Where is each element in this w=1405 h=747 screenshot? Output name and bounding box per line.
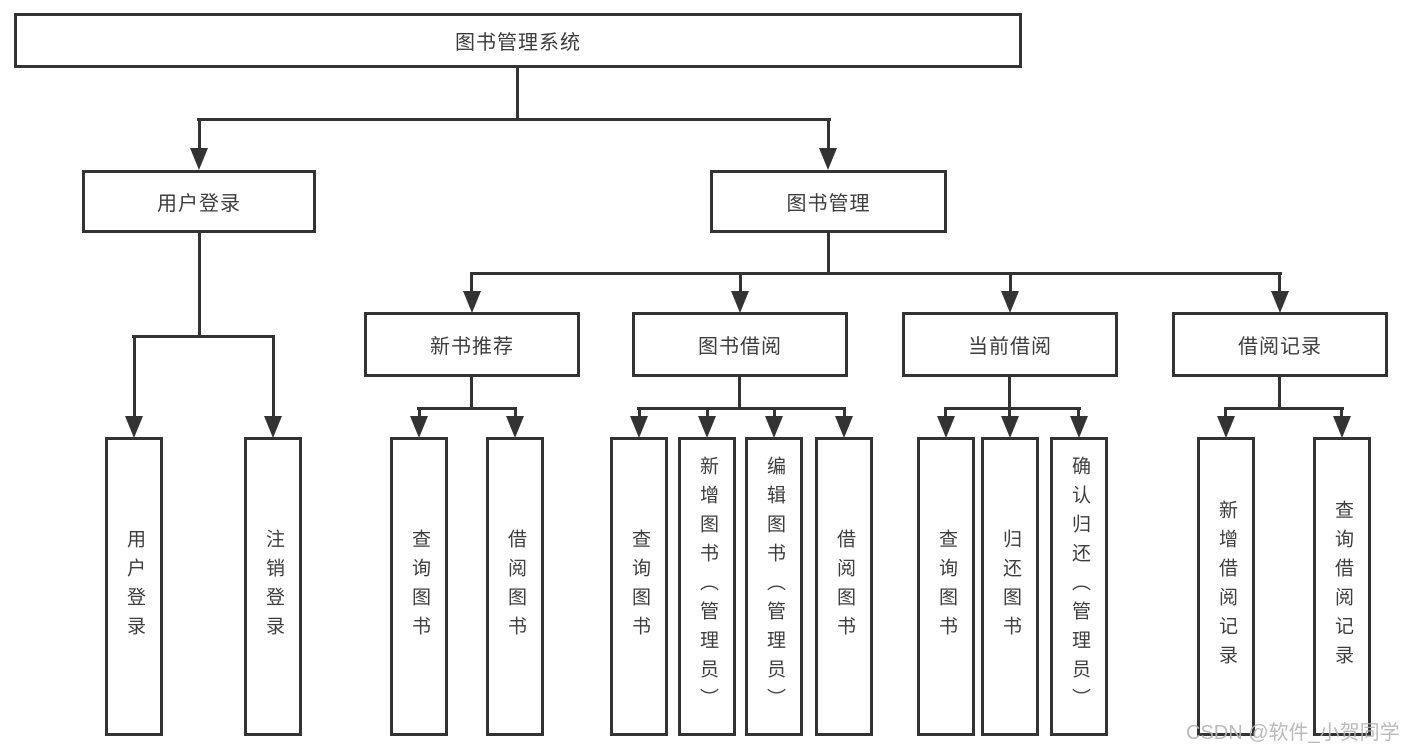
node-book-management: 图书管理 (710, 170, 947, 233)
connector-drop (843, 409, 846, 419)
leaf-logout: 注销登录 (244, 437, 302, 736)
node-new-book-recommend: 新书推荐 (364, 312, 580, 377)
connector-book-borrow-stem (738, 375, 741, 408)
connector-level3-bar (470, 272, 1282, 275)
arrowhead-leaf-icon (1333, 416, 1351, 438)
connector-book-borrow-bar (637, 407, 846, 410)
leaf-borrow-books: 借阅图书 (815, 437, 873, 736)
connector-drop (706, 409, 709, 419)
connector-drop (944, 409, 947, 419)
connector-drop-book-borrow (739, 274, 742, 294)
connector-drop (1077, 409, 1080, 419)
leaf-query-books-current: 查询图书 (917, 437, 975, 736)
connector-book-management-stem (827, 230, 830, 272)
node-book-borrow: 图书借阅 (632, 312, 848, 377)
connector-new-book-bar (417, 407, 517, 410)
arrowhead-leaf-icon (698, 416, 716, 438)
connector-drop-new-book (470, 274, 473, 294)
leaf-user-login: 用户登录 (105, 437, 163, 736)
node-user-login: 用户登录 (82, 170, 316, 233)
arrowhead-leaf-icon (1001, 416, 1019, 438)
arrowhead-current-borrow-icon (1001, 291, 1019, 313)
connector-drop (1340, 409, 1343, 419)
connector-user-login-stem (198, 231, 201, 335)
arrowhead-user-login-icon (190, 148, 208, 170)
arrowhead-leaf-icon (835, 416, 853, 438)
leaf-edit-book-admin: 编辑图书（管理员） (745, 437, 803, 736)
csdn-watermark: CSDN @软件_小贺同学 (1186, 722, 1400, 744)
arrowhead-leaf-icon (506, 416, 524, 438)
connector-drop-borrow-records (1278, 274, 1281, 294)
leaf-query-books-borrow: 查询图书 (610, 437, 668, 736)
connector-level2-bar (197, 118, 831, 121)
node-borrow-records: 借阅记录 (1172, 312, 1388, 377)
node-current-borrow: 当前借阅 (902, 312, 1118, 377)
connector-drop (773, 409, 776, 419)
arrowhead-book-management-icon (819, 148, 837, 170)
connector-borrow-records-stem (1278, 375, 1281, 408)
connector-drop (638, 409, 641, 419)
connector-borrow-records-bar (1224, 407, 1344, 410)
connector-drop-leaf-user-login (133, 337, 136, 419)
arrowhead-leaf-logout-icon (264, 416, 282, 438)
connector-drop-leaf-logout (272, 337, 275, 419)
arrowhead-leaf-icon (410, 416, 428, 438)
arrowhead-leaf-icon (937, 416, 955, 438)
connector-user-login-bar (132, 335, 275, 338)
connector-drop (418, 409, 421, 419)
connector-drop-user-login (198, 118, 201, 152)
node-root: 图书管理系统 (14, 13, 1022, 68)
connector-current-borrow-bar (944, 407, 1081, 410)
arrowhead-leaf-icon (630, 416, 648, 438)
connector-drop (1008, 409, 1011, 419)
connector-drop-current-borrow (1009, 274, 1012, 294)
leaf-return-book: 归还图书 (981, 437, 1039, 736)
connector-root-stem (516, 66, 519, 119)
connector-new-book-stem (470, 375, 473, 408)
arrowhead-leaf-user-login-icon (125, 416, 143, 438)
arrowhead-new-book-icon (463, 291, 481, 313)
leaf-borrow-books-recommend: 借阅图书 (486, 437, 544, 736)
connector-drop-book-management (827, 118, 830, 152)
connector-drop (1224, 409, 1227, 419)
leaf-query-borrow-record: 查询借阅记录 (1313, 437, 1371, 736)
leaf-confirm-return-admin: 确认归还（管理员） (1050, 437, 1108, 736)
leaf-query-books-recommend: 查询图书 (390, 437, 448, 736)
arrowhead-leaf-icon (1070, 416, 1088, 438)
arrowhead-leaf-icon (1217, 416, 1235, 438)
arrowhead-borrow-records-icon (1271, 291, 1289, 313)
arrowhead-book-borrow-icon (731, 291, 749, 313)
arrowhead-leaf-icon (765, 416, 783, 438)
connector-drop (514, 409, 517, 419)
leaf-add-book-admin: 新增图书（管理员） (678, 437, 736, 736)
connector-current-borrow-stem (1008, 375, 1011, 408)
leaf-add-borrow-record: 新增借阅记录 (1197, 437, 1255, 736)
